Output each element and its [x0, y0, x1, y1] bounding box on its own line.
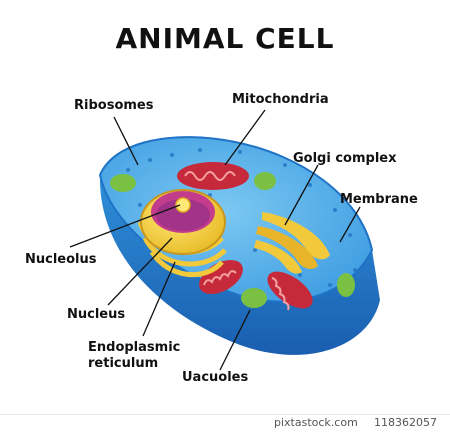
- mitochondrion-top: [177, 162, 249, 190]
- label-er-line1: Endoplasmic: [88, 340, 181, 355]
- vacuole-3: [241, 288, 267, 308]
- label-mitochondria: Mitochondria: [232, 92, 329, 107]
- mitochondrion-right: [267, 271, 313, 311]
- label-vacuoles: Uacuoles: [182, 370, 249, 385]
- label-er-line2: reticulum: [88, 356, 159, 371]
- leader-lines: [69, 109, 361, 371]
- golgi-complex: [254, 212, 330, 274]
- label-endoplasmic-reticulum: Endoplasmic reticulum: [88, 340, 180, 372]
- label-nucleolus: Nucleolus: [25, 252, 97, 267]
- watermark-bar: [0, 414, 450, 433]
- label-golgi: Golgi complex: [293, 151, 397, 166]
- cell-membrane-side: [99, 175, 381, 355]
- vacuole-1: [110, 174, 136, 192]
- watermark-site: pixtastock.com: [274, 416, 358, 429]
- watermark-id: 118362057: [374, 416, 437, 429]
- label-ribosomes: Ribosomes: [74, 98, 154, 113]
- page-title: ANIMAL CELL: [115, 22, 335, 55]
- label-nucleus: Nucleus: [67, 307, 126, 322]
- label-membrane: Membrane: [340, 192, 418, 207]
- vacuole-4: [337, 273, 355, 297]
- vacuole-2: [254, 172, 276, 190]
- nucleolus: [175, 197, 191, 213]
